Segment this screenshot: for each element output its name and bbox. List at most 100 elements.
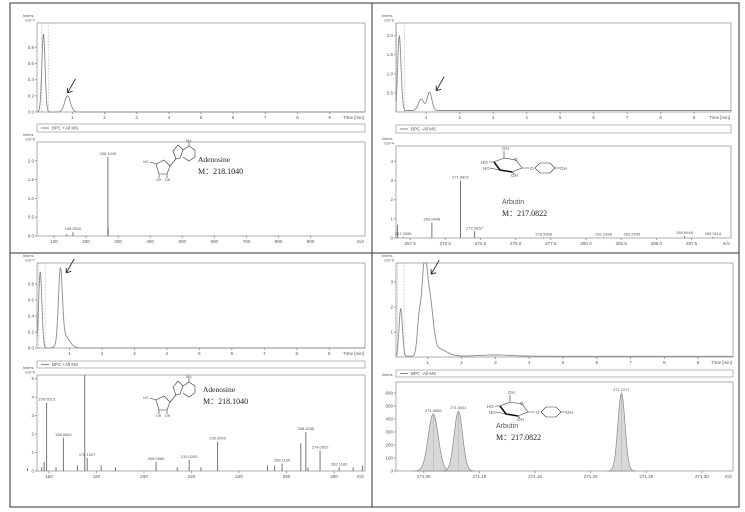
y-tick-label: 1.0 <box>28 196 35 201</box>
x-tick-label: 8 <box>296 115 299 120</box>
peak-label: 205.0969 <box>148 456 165 461</box>
x-axis-label: m/z <box>725 474 733 479</box>
peak-label: 268.1040 <box>100 151 117 156</box>
x-tick-label: 900 <box>307 239 315 244</box>
x-tick-label: 5 <box>198 351 201 356</box>
structure-bonds <box>495 395 566 419</box>
peak-label: 176.1027 <box>79 452 96 457</box>
y-tick-label: 2.0 <box>28 158 35 163</box>
x-tick-label: 300 <box>114 239 122 244</box>
x-tick-label: 7 <box>263 351 266 356</box>
x-axis-label: Time [min] <box>343 115 364 120</box>
peak-label: 289.0114 <box>705 231 722 236</box>
x-tick-label: 271.20 <box>584 474 598 479</box>
atom-label: OH <box>566 410 573 415</box>
x-tick-label: 9 <box>328 115 331 120</box>
y-tick-label: 2 <box>390 305 393 310</box>
compound-name: Adenosine <box>203 385 236 394</box>
y-axis-label: Intens. <box>23 133 34 137</box>
peak-label: 281.2486 <box>595 232 612 237</box>
x-tick-label: 500 <box>178 239 186 244</box>
y-tick-label: 2 <box>31 432 34 437</box>
x-tick-label: 600 <box>211 239 219 244</box>
y-tick-label: 500 <box>385 404 393 409</box>
x-tick-label: 100 <box>50 239 58 244</box>
peak-label: 267.0086 <box>395 231 412 236</box>
y-axis-label: Intens. <box>23 14 34 18</box>
atom-label: O <box>530 166 534 171</box>
legend-label: BPC -All MS <box>411 127 436 132</box>
y-tick-label: 2 <box>390 197 393 202</box>
plot-area <box>395 22 732 113</box>
figure-border <box>9 2 740 508</box>
chromatogram-trace <box>36 267 365 349</box>
chromatogram-trace <box>395 262 733 357</box>
peak-label: 274.0920 <box>312 445 329 450</box>
x-tick-label: 2 <box>101 351 104 356</box>
peak-label: 271.0811 <box>450 405 467 410</box>
atom-label: OH <box>502 146 509 151</box>
atom-label: HO <box>489 410 496 415</box>
y-axis-exponent: x10^4 <box>384 142 394 146</box>
atom-label: O <box>520 401 524 406</box>
x-tick-label: 1 <box>425 115 428 120</box>
legend-box <box>395 369 734 378</box>
y-tick-label: 0.5 <box>387 90 394 95</box>
y-tick-label: 3 <box>390 178 393 183</box>
x-tick-label: 4 <box>168 115 171 120</box>
compound-mass: M：218.1040 <box>203 397 248 406</box>
atom-label: OH <box>517 417 524 422</box>
peak-label: 159.0513 <box>38 397 55 402</box>
y-tick-label: 0 <box>390 469 393 474</box>
x-axis-label: Time [min] <box>343 351 364 356</box>
y-tick-label: 3 <box>31 413 34 418</box>
y-tick-label: 0.6 <box>28 297 35 302</box>
y-tick-label: 4 <box>390 159 393 164</box>
compound-name: Arbutin <box>502 199 524 206</box>
x-tick-label: 9 <box>328 351 331 356</box>
x-tick-label: 400 <box>146 239 154 244</box>
peak-label: 159.0510 <box>65 226 82 231</box>
x-tick-label: 271.30 <box>695 474 709 479</box>
atom-label: O <box>514 157 518 162</box>
plot-area <box>36 262 366 349</box>
y-axis-exponent: x10^5 <box>25 371 35 375</box>
x-axis-label: Time [min] <box>711 360 732 365</box>
y-tick-label: 0.0 <box>28 234 35 239</box>
x-tick-label: 270.0 <box>440 241 452 246</box>
y-axis-label: Intens. <box>382 137 393 141</box>
peak-label: 282.1183 <box>331 461 348 466</box>
x-tick-label: 8 <box>659 115 662 120</box>
compound-name: Adenosine <box>198 155 231 164</box>
atom-label: OH <box>511 173 518 178</box>
atom-label: OH <box>156 178 162 182</box>
peak-label: 230.9900 <box>209 435 226 440</box>
y-tick-label: 0 <box>390 236 393 241</box>
y-tick-label: 0.6 <box>28 61 35 66</box>
peak-label: 268.1035 <box>297 426 314 431</box>
y-axis-exponent: x10^6 <box>384 259 394 263</box>
chromatogram-trace <box>395 35 731 111</box>
x-tick-label: 200 <box>82 239 90 244</box>
x-tick-label: 220 <box>188 474 196 479</box>
y-tick-label: 1.5 <box>28 177 35 182</box>
arrow-icon <box>430 259 440 275</box>
x-tick-label: 282.5 <box>616 241 628 246</box>
x-tick-label: 1 <box>68 351 71 356</box>
y-tick-label: 0.8 <box>28 45 35 50</box>
atom-label: NH₂ <box>186 139 193 143</box>
x-tick-label: 2 <box>458 115 461 120</box>
atom-label: OH <box>165 178 171 182</box>
x-tick-label: 5 <box>200 115 203 120</box>
atom-label: HO <box>143 160 149 164</box>
y-tick-label: 0.4 <box>28 77 35 82</box>
y-axis-exponent: x10^7 <box>25 259 35 263</box>
arrow-icon <box>65 258 75 274</box>
x-tick-label: 271.10 <box>473 474 487 479</box>
y-tick-label: 1.5 <box>387 52 394 57</box>
